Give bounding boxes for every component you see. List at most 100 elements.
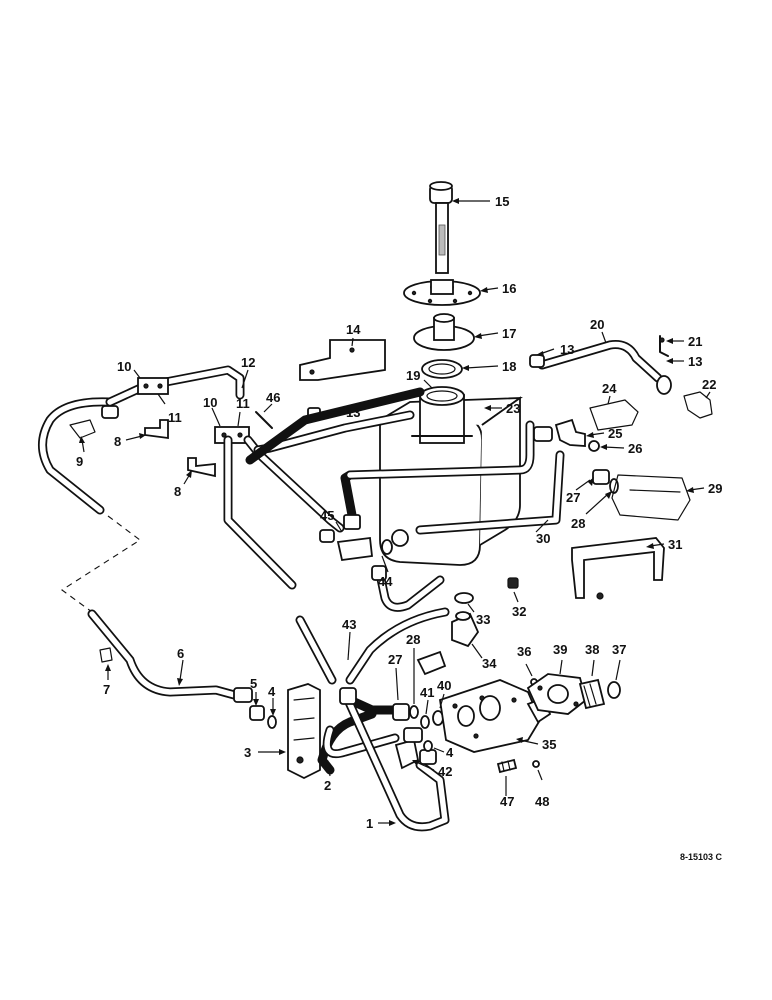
svg-text:32: 32: [512, 604, 526, 619]
svg-text:27: 27: [388, 652, 402, 667]
callout-29: 29: [686, 481, 722, 496]
svg-text:45: 45: [320, 508, 334, 523]
callout-24: 24: [602, 381, 617, 405]
figure-code: 8-15103 C: [680, 852, 723, 862]
callout-13-mid: 13: [322, 405, 360, 420]
part-adapter-39: [526, 673, 588, 715]
callout-17: 17: [474, 326, 516, 341]
part-oring-41: [420, 715, 430, 729]
svg-text:16: 16: [502, 281, 516, 296]
callout-10-right: 10: [203, 395, 221, 427]
part-fitting-4-center: [403, 727, 433, 752]
callout-40: 40: [437, 678, 451, 709]
svg-text:31: 31: [668, 537, 682, 552]
callout-19: 19: [406, 368, 433, 389]
callout-12: 12: [241, 355, 255, 389]
callout-4-center: 4: [433, 745, 454, 760]
part-strainer: [413, 313, 475, 351]
part-elbow-34: [451, 611, 480, 648]
callout-4-left: 4: [268, 684, 276, 716]
part-valve-3: [287, 683, 321, 780]
callout-46: 46: [263, 390, 280, 413]
svg-text:13: 13: [688, 354, 702, 369]
svg-text:39: 39: [553, 642, 567, 657]
callout-8-upper: 8: [114, 433, 146, 449]
callout-45: 45: [320, 508, 343, 533]
svg-text:38: 38: [585, 642, 599, 657]
callout-35: 35: [516, 737, 556, 752]
part-coupling-38: [578, 678, 606, 710]
part-line-6: [87, 609, 253, 703]
callout-39: 39: [553, 642, 567, 675]
svg-text:33: 33: [476, 612, 490, 627]
part-clamp-10-right: [214, 426, 250, 444]
svg-text:23: 23: [506, 401, 520, 416]
part-fitting-27-lower: [392, 703, 410, 721]
svg-text:10: 10: [117, 359, 131, 374]
part-pressure-lines: [223, 387, 425, 685]
svg-text:13: 13: [560, 342, 574, 357]
svg-text:40: 40: [437, 678, 451, 693]
part-line-44: [371, 539, 445, 612]
part-line-1: [339, 687, 450, 832]
callout-18: 18: [462, 359, 516, 374]
callout-25: 25: [586, 426, 622, 441]
callout-33: 33: [467, 603, 490, 627]
callout-38: 38: [585, 642, 599, 677]
part-elbow-28-upper: [416, 650, 447, 676]
part-return-line-30: [340, 420, 565, 535]
part-pin-46: [255, 411, 273, 429]
callout-34: 34: [471, 643, 497, 671]
part-dipstick: [429, 181, 453, 274]
callout-9: 9: [76, 436, 85, 469]
svg-text:9: 9: [76, 454, 83, 469]
callout-13-right: 13: [666, 354, 702, 369]
callout-1: 1: [366, 816, 396, 831]
svg-text:20: 20: [590, 317, 604, 332]
callout-3: 3: [244, 745, 286, 760]
svg-text:18: 18: [502, 359, 516, 374]
part-fitting-22: [683, 391, 713, 419]
part-fitting-5: [249, 705, 265, 721]
svg-text:37: 37: [612, 642, 626, 657]
part-bracket-8-lower: [187, 457, 216, 478]
svg-text:7: 7: [103, 682, 110, 697]
svg-text:30: 30: [536, 531, 550, 546]
callout-10-left: 10: [117, 359, 141, 379]
callout-15: 15: [452, 194, 509, 209]
callout-37: 37: [612, 642, 626, 681]
callout-6: 6: [177, 646, 184, 686]
part-pump-35: [438, 679, 552, 753]
part-oring-4-left: [267, 715, 277, 729]
callout-48: 48: [535, 769, 549, 809]
part-ring-37: [607, 681, 621, 699]
callout-44: 44: [378, 555, 393, 589]
svg-text:11: 11: [168, 410, 182, 425]
svg-text:8: 8: [174, 484, 181, 499]
svg-text:12: 12: [241, 355, 255, 370]
svg-text:44: 44: [378, 574, 393, 589]
part-hose-20: [529, 340, 672, 395]
part-ball-48: [532, 760, 540, 768]
callout-13-upper: 13: [536, 342, 574, 357]
svg-text:4: 4: [268, 684, 276, 699]
part-elbow-25: [533, 418, 586, 447]
svg-text:47: 47: [500, 794, 514, 809]
part-gasket: [421, 359, 463, 379]
svg-text:14: 14: [346, 322, 361, 337]
part-oring-28-lower: [409, 705, 419, 719]
part-bracket-14: [299, 339, 386, 381]
svg-text:15: 15: [495, 194, 509, 209]
callout-32: 32: [512, 591, 526, 619]
part-valve-24: [589, 399, 639, 431]
part-fitting-9: [69, 419, 96, 439]
part-bracket-8-upper: [144, 419, 169, 440]
svg-text:28: 28: [406, 632, 420, 647]
svg-text:11: 11: [236, 396, 250, 411]
svg-text:6: 6: [177, 646, 184, 661]
callout-21: 21: [666, 334, 702, 349]
callout-2: 2: [324, 760, 331, 793]
svg-text:19: 19: [406, 368, 420, 383]
callout-8-lower: 8: [174, 470, 192, 499]
